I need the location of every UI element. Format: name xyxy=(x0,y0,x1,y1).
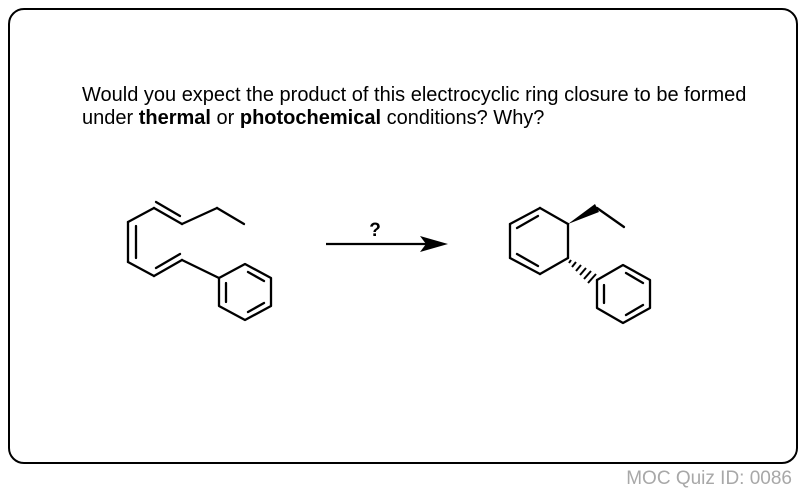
product-structure xyxy=(508,206,652,325)
question-part-1: Would you expect the product of this ele… xyxy=(82,84,747,129)
question-part-3: conditions? Why? xyxy=(381,107,545,129)
arrow-label: ? xyxy=(369,220,381,241)
reaction-arrow xyxy=(326,236,448,252)
question-text: Would you expect the product of this ele… xyxy=(82,84,762,130)
hashed-bond xyxy=(568,259,597,284)
quiz-id-label: MOC Quiz ID: 0086 xyxy=(626,468,792,489)
question-part-2: or xyxy=(210,107,240,129)
quiz-card xyxy=(8,8,798,464)
wedge-bond xyxy=(568,204,599,224)
question-bold-photochemical: photochemical xyxy=(239,107,382,129)
question-bold-thermal: thermal xyxy=(138,107,211,129)
reactant-structure xyxy=(126,200,273,322)
